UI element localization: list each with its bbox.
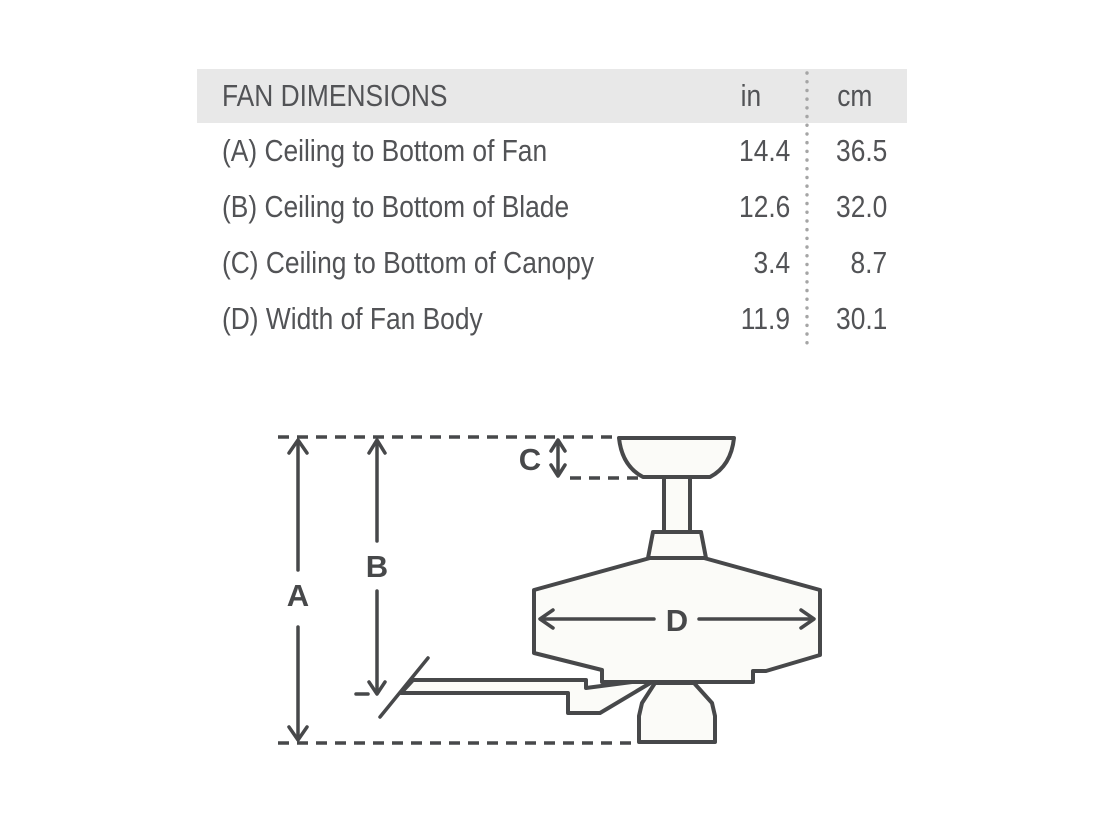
row-value-cm: 36.5: [835, 133, 887, 168]
table-row: (B) Ceiling to Bottom of Blade 12.6 32.0: [197, 179, 907, 235]
dimension-arrow-b: B: [354, 438, 388, 696]
dimension-label-a: A: [287, 578, 309, 613]
table-row: (D) Width of Fan Body 11.9 30.1: [197, 291, 907, 347]
canopy: [617, 436, 736, 479]
row-value-in: 11.9: [740, 301, 790, 336]
table-row: (C) Ceiling to Bottom of Canopy 3.4 8.7: [197, 235, 907, 291]
downrod: [662, 475, 692, 535]
row-value-in: 12.6: [738, 189, 790, 224]
row-value-cm: 32.0: [835, 189, 887, 224]
row-label: (B) Ceiling to Bottom of Blade: [222, 189, 570, 224]
mounting-collar: [646, 530, 708, 560]
table-header-row: FAN DIMENSIONS in cm: [197, 69, 907, 123]
row-value-cm: 8.7: [850, 245, 887, 280]
dimension-label-d: D: [666, 603, 688, 638]
dimension-arrow-a: A: [287, 438, 309, 742]
table-row: (A) Ceiling to Bottom of Fan 14.4 36.5: [197, 123, 907, 179]
blade-break-mark: [378, 656, 430, 719]
motor-body: [532, 556, 822, 684]
column-header-cm: cm: [836, 78, 872, 113]
blade: [399, 678, 654, 715]
row-value-cm: 30.1: [835, 301, 887, 336]
light-kit: [637, 681, 717, 744]
dimension-arrow-d: D: [538, 603, 816, 638]
row-label: (C) Ceiling to Bottom of Canopy: [222, 245, 594, 280]
row-label: (D) Width of Fan Body: [222, 301, 483, 336]
column-header-in: in: [740, 78, 761, 113]
row-value-in: 14.4: [738, 133, 790, 168]
table-title: FAN DIMENSIONS: [222, 78, 448, 113]
dimension-arrow-c: C: [519, 438, 567, 478]
dimension-label-c: C: [519, 442, 541, 477]
row-label: (A) Ceiling to Bottom of Fan: [222, 133, 548, 168]
row-value-in: 3.4: [753, 245, 790, 280]
dimension-label-b: B: [366, 549, 388, 584]
